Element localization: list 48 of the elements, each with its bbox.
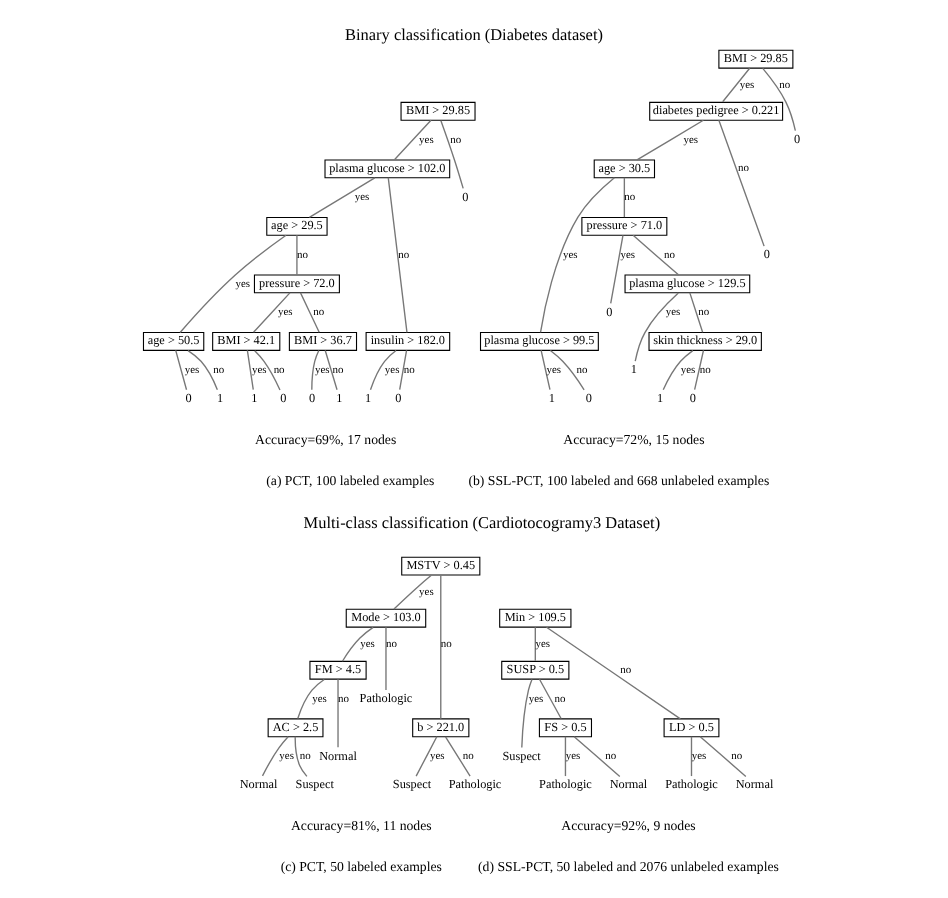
connector	[385, 626, 387, 691]
connector	[175, 349, 188, 391]
connector	[324, 349, 338, 391]
connector	[564, 736, 567, 777]
connector	[689, 292, 704, 333]
connector	[632, 234, 680, 276]
connector	[311, 349, 320, 391]
connector	[538, 678, 562, 720]
connector	[341, 626, 374, 662]
connector	[296, 234, 298, 276]
connector	[722, 67, 751, 103]
connector	[254, 350, 281, 391]
connector	[297, 678, 325, 720]
connector	[337, 678, 339, 748]
connector	[699, 736, 747, 778]
connector	[369, 349, 397, 391]
connector	[762, 67, 797, 132]
connector	[693, 349, 705, 391]
connector	[440, 119, 464, 190]
connector	[540, 349, 551, 391]
connector	[299, 292, 320, 333]
connector	[187, 349, 219, 391]
connector	[662, 349, 694, 391]
connector	[545, 626, 682, 720]
connector	[252, 292, 291, 333]
connector	[521, 678, 533, 749]
connector	[549, 349, 585, 391]
connector	[444, 736, 471, 777]
connector	[440, 574, 442, 720]
connector	[690, 736, 693, 777]
connector	[261, 736, 289, 777]
connector	[393, 119, 432, 161]
connector	[294, 736, 308, 778]
connector	[610, 234, 624, 305]
connector	[246, 349, 254, 391]
connector	[534, 626, 536, 662]
connector	[393, 574, 432, 610]
connector	[387, 177, 408, 333]
connector	[634, 292, 679, 362]
connector	[308, 177, 376, 219]
connector	[636, 119, 705, 161]
connector	[539, 177, 616, 334]
connector	[573, 736, 621, 778]
connector	[179, 234, 287, 334]
connector	[623, 177, 626, 218]
connector	[399, 349, 408, 391]
connector	[415, 736, 438, 777]
connector	[718, 119, 765, 247]
